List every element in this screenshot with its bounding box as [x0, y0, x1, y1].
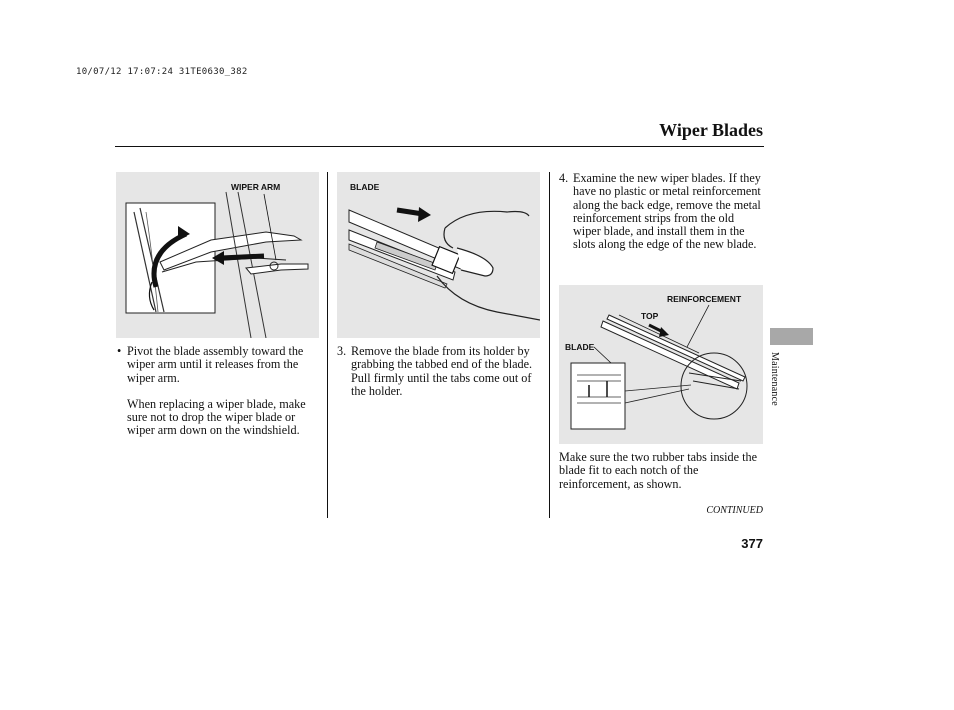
column-1-text: • Pivot the blade assembly toward the wi… [117, 344, 317, 438]
blade-label-2: BLADE [565, 342, 595, 352]
column-3-text: 4. Examine the new wiper blades. If they… [559, 171, 764, 252]
step-3: 3. Remove the blade from its holder by g… [337, 344, 540, 398]
wiper-arm-figure: WIPER ARM [116, 172, 319, 338]
replacing-caution: When replacing a wiper blade, make sure … [127, 396, 306, 438]
page-title: Wiper Blades [659, 120, 763, 140]
step-3-text: Remove the blade from its holder by grab… [351, 344, 533, 398]
column-divider-2 [549, 172, 550, 518]
step-3-number: 3. [337, 344, 347, 358]
bullet-dot: • [117, 344, 122, 358]
section-tab [770, 328, 813, 345]
column-2-text: 3. Remove the blade from its holder by g… [337, 344, 540, 398]
title-rule [115, 146, 764, 147]
wiper-arm-illustration [125, 191, 309, 338]
top-label: TOP [641, 311, 659, 321]
section-label: Maintenance [769, 352, 780, 406]
step-4: 4. Examine the new wiper blades. If they… [559, 171, 764, 252]
continued-note: CONTINUED [706, 505, 763, 516]
step-4-number: 4. [559, 171, 569, 185]
wiper-arm-label: WIPER ARM [231, 182, 281, 192]
tabs-note: Make sure the two rubber tabs inside the… [559, 450, 757, 491]
pivot-instruction: Pivot the blade assembly toward the wipe… [127, 344, 304, 385]
bullet-item: • Pivot the blade assembly toward the wi… [117, 344, 317, 438]
blade-removal-illustration [348, 207, 540, 321]
column-divider-1 [327, 172, 328, 518]
step-4-text: Examine the new wiper blades. If they ha… [573, 171, 761, 252]
reinforcement-illustration [570, 304, 748, 430]
blade-label: BLADE [350, 182, 380, 192]
reinforcement-label: REINFORCEMENT [667, 294, 742, 304]
page-number: 377 [741, 536, 763, 551]
reinforcement-figure: REINFORCEMENT TOP BLADE [559, 285, 763, 444]
blade-removal-figure: BLADE [337, 172, 540, 338]
print-stamp: 10/07/12 17:07:24 31TE0630_382 [76, 67, 248, 77]
